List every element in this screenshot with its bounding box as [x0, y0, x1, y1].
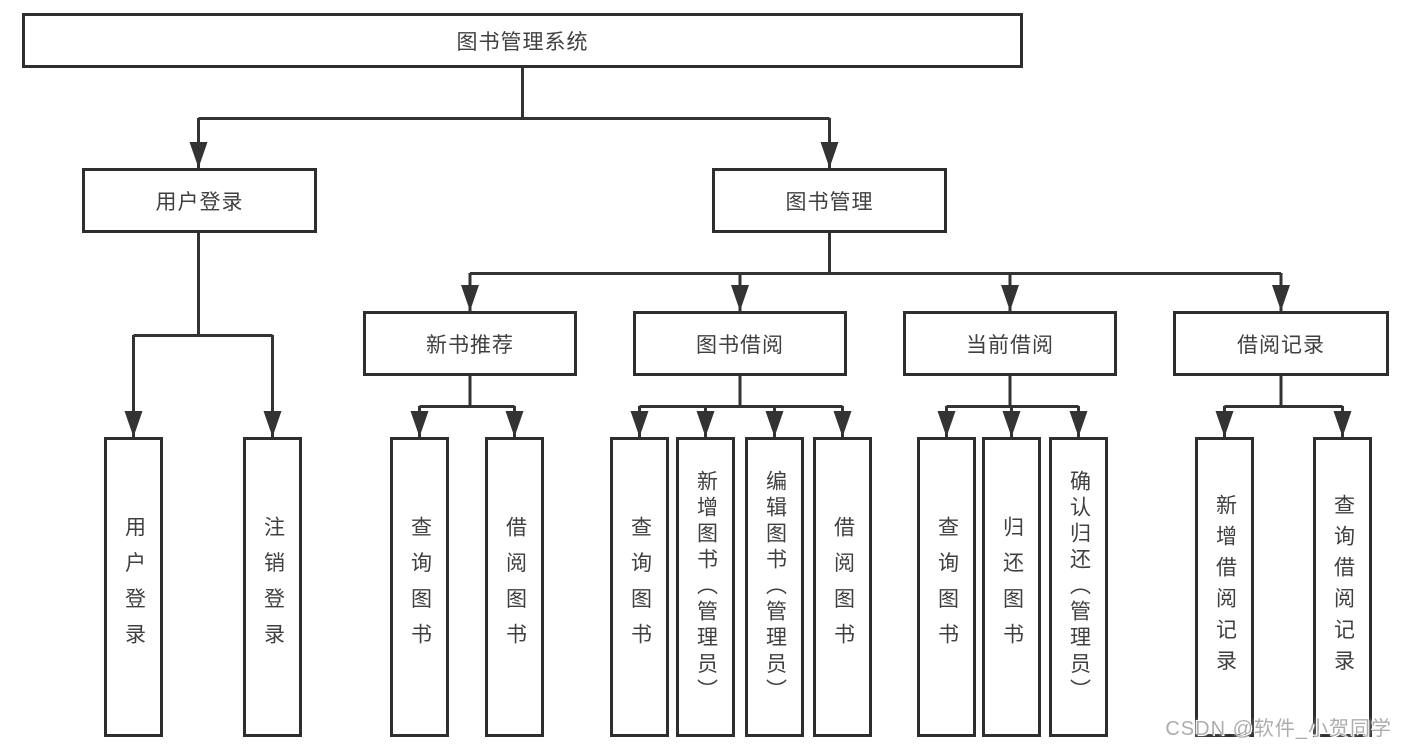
arrowheads — [124, 142, 1352, 437]
leaf-cb-query-books: 查询图书 — [917, 437, 976, 737]
node-root: 图书管理系统 — [22, 13, 1023, 68]
leaf-bb-edit-books-admin: 编辑图书（管理员） — [745, 437, 804, 737]
leaf-cb-confirm-return-admin: 确认归还（管理员） — [1049, 437, 1108, 737]
leaf-bb-borrow-books: 借阅图书 — [813, 437, 872, 737]
node-borrow-records: 借阅记录 — [1173, 311, 1389, 376]
leaf-br-query-record: 查询借阅记录 — [1313, 437, 1372, 737]
leaf-nb-query-books: 查询图书 — [390, 437, 449, 737]
node-book-borrow: 图书借阅 — [633, 311, 847, 376]
leaf-cb-return-books: 归还图书 — [982, 437, 1041, 737]
watermark: CSDN @软件_小贺同学 — [1165, 718, 1392, 740]
node-new-book-recommend: 新书推荐 — [363, 311, 577, 376]
node-book-management: 图书管理 — [712, 168, 947, 233]
leaf-bb-query-books: 查询图书 — [610, 437, 669, 737]
leaf-logout: 注销登录 — [243, 437, 302, 737]
leaf-user-login: 用户登录 — [104, 437, 163, 737]
node-user-login: 用户登录 — [82, 168, 317, 233]
leaf-br-add-record: 新增借阅记录 — [1195, 437, 1254, 737]
leaf-nb-borrow-books: 借阅图书 — [485, 437, 544, 737]
leaf-bb-add-books-admin: 新增图书（管理员） — [676, 437, 735, 737]
connector-lines — [132, 68, 1344, 437]
node-current-borrow: 当前借阅 — [903, 311, 1117, 376]
